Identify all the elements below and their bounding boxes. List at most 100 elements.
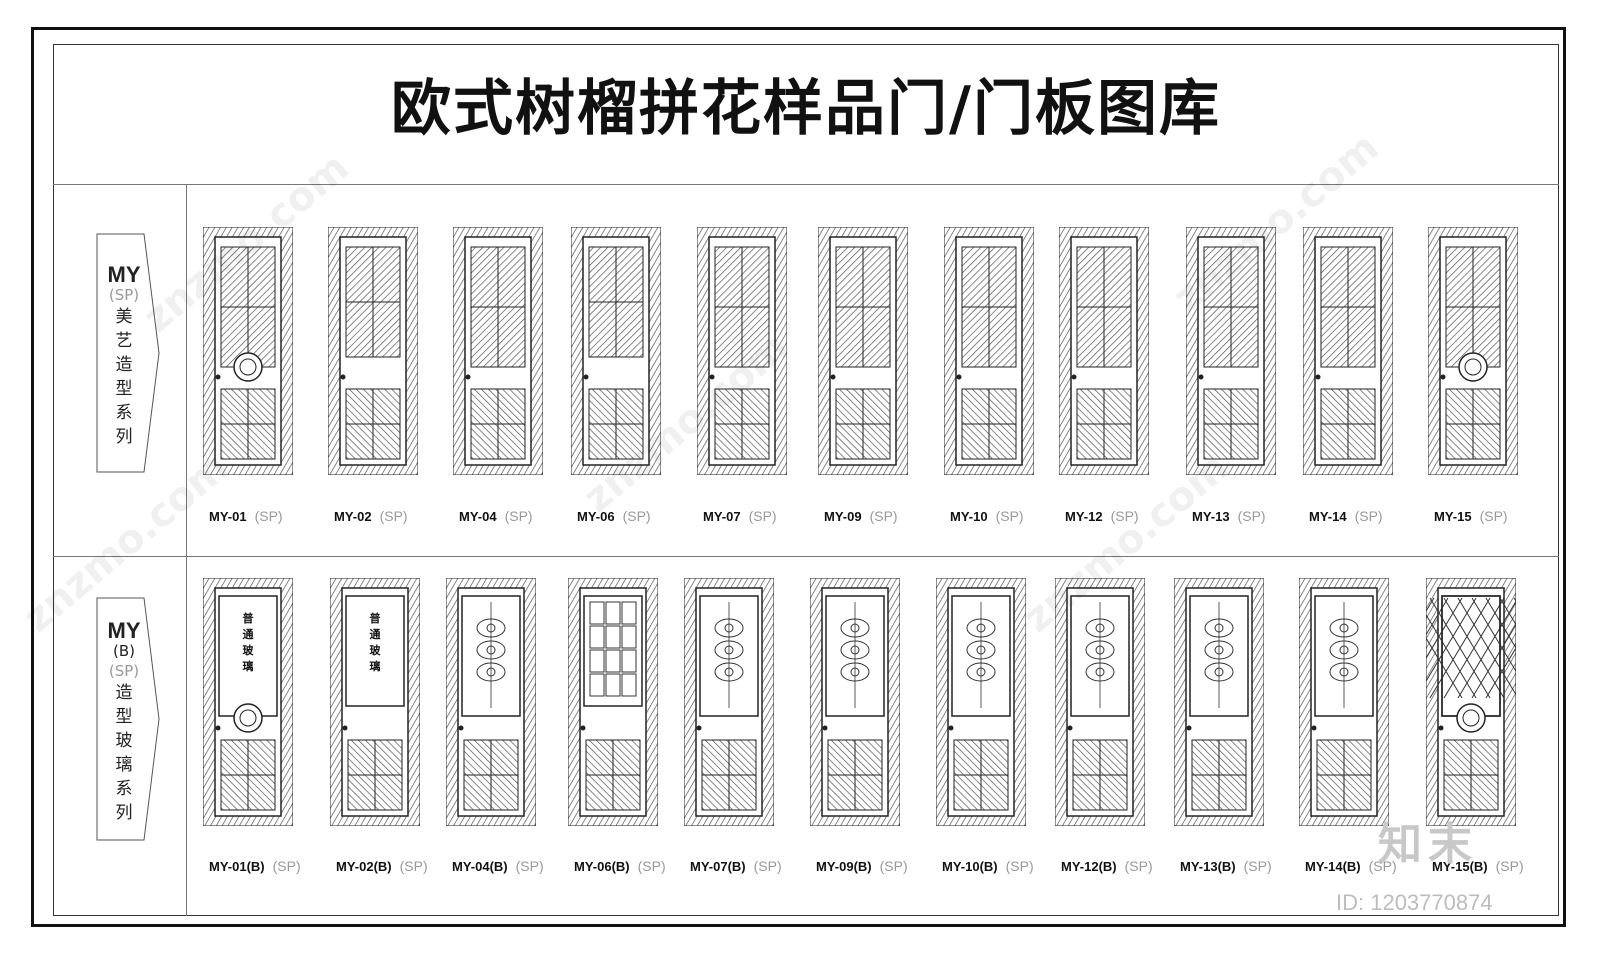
door-svg — [568, 578, 658, 826]
glass-label: 普通玻璃 — [243, 611, 255, 673]
door-svg — [936, 578, 1026, 826]
row-char: 列 — [115, 427, 133, 447]
door-code: MY-07(B) — [690, 859, 746, 874]
door-sp: (SP) — [748, 508, 777, 524]
door-code: MY-15(B) — [1432, 859, 1488, 874]
door-sp: (SP) — [1005, 858, 1034, 874]
door-drawing — [1186, 227, 1276, 475]
door-sp: (SP) — [869, 508, 898, 524]
row-divider — [53, 556, 1559, 557]
door-sp: (SP) — [515, 858, 544, 874]
row-label-1: MY (SP) 美 艺 造 型 系 列 — [96, 233, 160, 473]
door-caption: MY-10(B) (SP) — [942, 858, 1034, 874]
row-sp: (SP) — [108, 286, 140, 304]
door-sp: (SP) — [995, 508, 1024, 524]
row-code: MY — [107, 262, 141, 287]
door-svg — [446, 578, 536, 826]
door-sp: (SP) — [622, 508, 651, 524]
door-caption: MY-14 (SP) — [1309, 508, 1383, 524]
door-sp: (SP) — [504, 508, 533, 524]
door-caption: MY-06 (SP) — [577, 508, 651, 524]
brand-logo: 知末 — [1378, 819, 1478, 870]
door-code: MY-14 — [1309, 509, 1347, 524]
door-code: MY-10(B) — [942, 859, 998, 874]
door-drawing — [1299, 578, 1389, 826]
row-char: 造 — [115, 355, 133, 375]
door-sp: (SP) — [272, 858, 301, 874]
door-drawing — [1303, 227, 1393, 475]
label-arrow-box — [96, 233, 160, 473]
door-code: MY-06 — [577, 509, 615, 524]
door-code: MY-04 — [459, 509, 497, 524]
door-caption: MY-07 (SP) — [703, 508, 777, 524]
door-drawing — [697, 227, 787, 475]
door-code: MY-13 — [1192, 509, 1230, 524]
door-code: MY-12(B) — [1061, 859, 1117, 874]
row-label-2: MY (B) (SP) 造 型 玻 璃 系 列 — [96, 597, 160, 841]
door-drawing: 普通玻璃 — [330, 578, 420, 826]
door-drawing — [453, 227, 543, 475]
door-code: MY-02 — [334, 509, 372, 524]
door-caption: MY-02 (SP) — [334, 508, 408, 524]
door-caption: MY-02(B)(SP) — [336, 858, 428, 874]
label-arrow-box — [96, 597, 160, 841]
door-drawing — [1428, 227, 1518, 475]
door-caption: MY-15(B)(SP) — [1432, 858, 1524, 874]
door-caption: MY-04(B) (SP) — [452, 858, 544, 874]
door-sp: (SP) — [753, 858, 782, 874]
door-svg — [1055, 578, 1145, 826]
door-svg — [1426, 578, 1516, 826]
door-code: MY-15 — [1434, 509, 1472, 524]
door-code: MY-10 — [950, 509, 988, 524]
door-drawing — [944, 227, 1034, 475]
door-drawing — [568, 578, 658, 826]
door-svg — [810, 578, 900, 826]
door-sp: (SP) — [1110, 508, 1139, 524]
door-code: MY-09(B) — [816, 859, 872, 874]
door-drawing — [1174, 578, 1264, 826]
door-code: MY-04(B) — [452, 859, 508, 874]
row-char: 型 — [115, 707, 133, 727]
door-sp: (SP) — [379, 508, 408, 524]
door-caption: MY-12(B) (SP) — [1061, 858, 1153, 874]
row-char: 璃 — [115, 755, 133, 775]
row-char: 列 — [115, 803, 133, 823]
door-svg — [571, 227, 661, 475]
door-sp: (SP) — [1124, 858, 1153, 874]
door-svg — [328, 227, 418, 475]
image-id: ID: 1203770874 — [1336, 890, 1493, 915]
door-svg: 普通玻璃 — [330, 578, 420, 826]
row-char: 美 — [115, 307, 133, 327]
door-sp: (SP) — [1354, 508, 1383, 524]
door-drawing — [1059, 227, 1149, 475]
door-code: MY-07 — [703, 509, 741, 524]
door-caption: MY-06(B)(SP) — [574, 858, 666, 874]
door-sp: (SP) — [254, 508, 283, 524]
door-drawing — [203, 227, 293, 475]
door-drawing — [1426, 578, 1516, 826]
door-caption: MY-09(B) (SP) — [816, 858, 908, 874]
row-char: 造 — [115, 683, 133, 703]
door-svg — [684, 578, 774, 826]
row-char: 型 — [115, 379, 133, 399]
door-caption: MY-14(B)(SP) — [1305, 858, 1397, 874]
door-drawing — [818, 227, 908, 475]
door-svg — [1174, 578, 1264, 826]
door-caption: MY-04 (SP) — [459, 508, 533, 524]
door-drawing — [446, 578, 536, 826]
door-drawing — [936, 578, 1026, 826]
door-sp: (SP) — [637, 858, 666, 874]
row-char: 系 — [115, 779, 133, 799]
title-divider — [53, 184, 1559, 185]
door-sp: (SP) — [879, 858, 908, 874]
door-caption: MY-12(SP) — [1065, 508, 1139, 524]
row-char: 玻 — [115, 731, 133, 751]
door-code: MY-13(B) — [1180, 859, 1236, 874]
door-svg — [453, 227, 543, 475]
door-drawing — [571, 227, 661, 475]
row-char: 系 — [115, 403, 133, 423]
door-svg — [1186, 227, 1276, 475]
door-caption: MY-13(B)(SP) — [1180, 858, 1272, 874]
door-svg — [1299, 578, 1389, 826]
door-sp: (SP) — [399, 858, 428, 874]
